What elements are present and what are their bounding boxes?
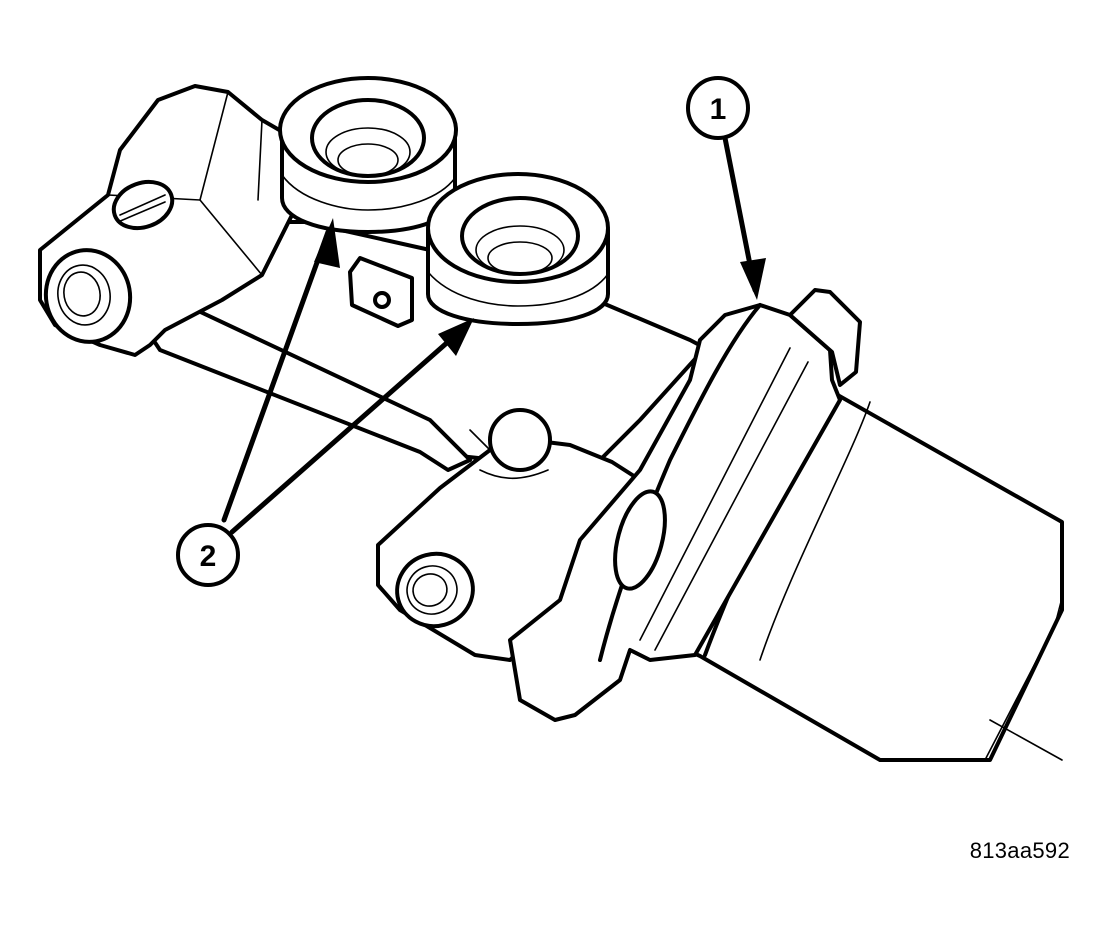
reservoir-port-front: [426, 172, 610, 326]
callout-2: 2: [176, 523, 240, 587]
rear-port-boss: [38, 84, 302, 357]
callout-1-leader: [722, 135, 766, 300]
callout-1: 1: [686, 76, 750, 140]
figure-id: 813aa592: [969, 838, 1070, 863]
mounting-flange: [508, 288, 862, 722]
callout-1-label: 1: [710, 93, 727, 126]
callout-2-leader-a: [221, 218, 340, 523]
reservoir-port-rear: [278, 76, 458, 234]
mounting-tab: [348, 256, 414, 328]
callout-2-leader-b: [229, 318, 474, 535]
callout-2-label: 2: [200, 540, 217, 573]
